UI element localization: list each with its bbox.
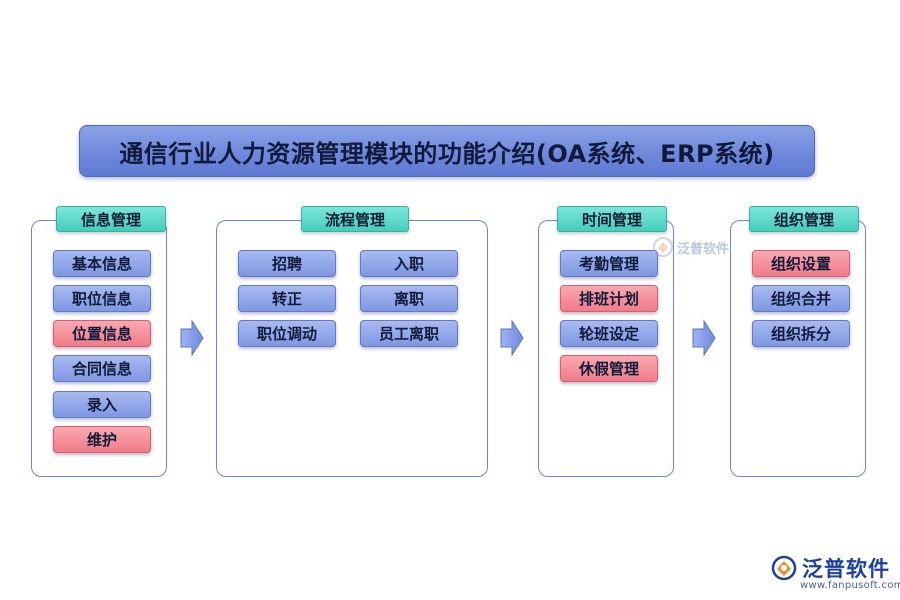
item-contract-info: 合同信息 — [53, 355, 151, 382]
item-regularization: 转正 — [238, 285, 336, 312]
item-location-info: 位置信息 — [53, 320, 151, 347]
item-position-info: 职位信息 — [53, 285, 151, 312]
item-org-split: 组织拆分 — [752, 320, 850, 347]
item-entry: 录入 — [53, 391, 151, 418]
brand-url: www.fanpusoft.com — [800, 580, 900, 591]
item-shift-schedule: 排班计划 — [560, 285, 658, 312]
arrow-right-icon — [500, 319, 524, 357]
panel-header-time-management: 时间管理 — [557, 206, 667, 232]
watermark-text: 泛普软件 — [677, 241, 730, 257]
brand-logo-text: 泛普软件 — [802, 557, 890, 581]
item-recruitment: 招聘 — [238, 250, 336, 277]
item-org-merge: 组织合并 — [752, 285, 850, 312]
item-maintenance: 维护 — [53, 426, 151, 453]
arrow-right-icon — [180, 319, 204, 357]
item-onboarding: 入职 — [360, 250, 458, 277]
item-org-setup: 组织设置 — [752, 250, 850, 277]
item-leave-management: 休假管理 — [560, 355, 658, 382]
diagram-title: 通信行业人力资源管理模块的功能介绍(OA系统、ERP系统) — [79, 125, 815, 177]
item-job-transfer: 职位调动 — [238, 320, 336, 347]
panel-header-org-management: 组织管理 — [749, 206, 859, 232]
item-basic-info: 基本信息 — [53, 250, 151, 277]
watermark: 泛普软件 — [652, 236, 729, 258]
brand-logo: 泛普软件 — [770, 553, 890, 583]
arrow-right-icon — [692, 319, 716, 357]
item-resignation: 离职 — [360, 285, 458, 312]
item-rotation-setting: 轮班设定 — [560, 320, 658, 347]
panel-header-info-management: 信息管理 — [56, 206, 166, 232]
item-employee-departure: 员工离职 — [360, 320, 458, 347]
fanpu-logo-icon — [771, 555, 797, 581]
item-attendance: 考勤管理 — [560, 250, 658, 277]
panel-header-process-management: 流程管理 — [301, 206, 409, 232]
fanpu-logo-icon — [653, 237, 673, 257]
